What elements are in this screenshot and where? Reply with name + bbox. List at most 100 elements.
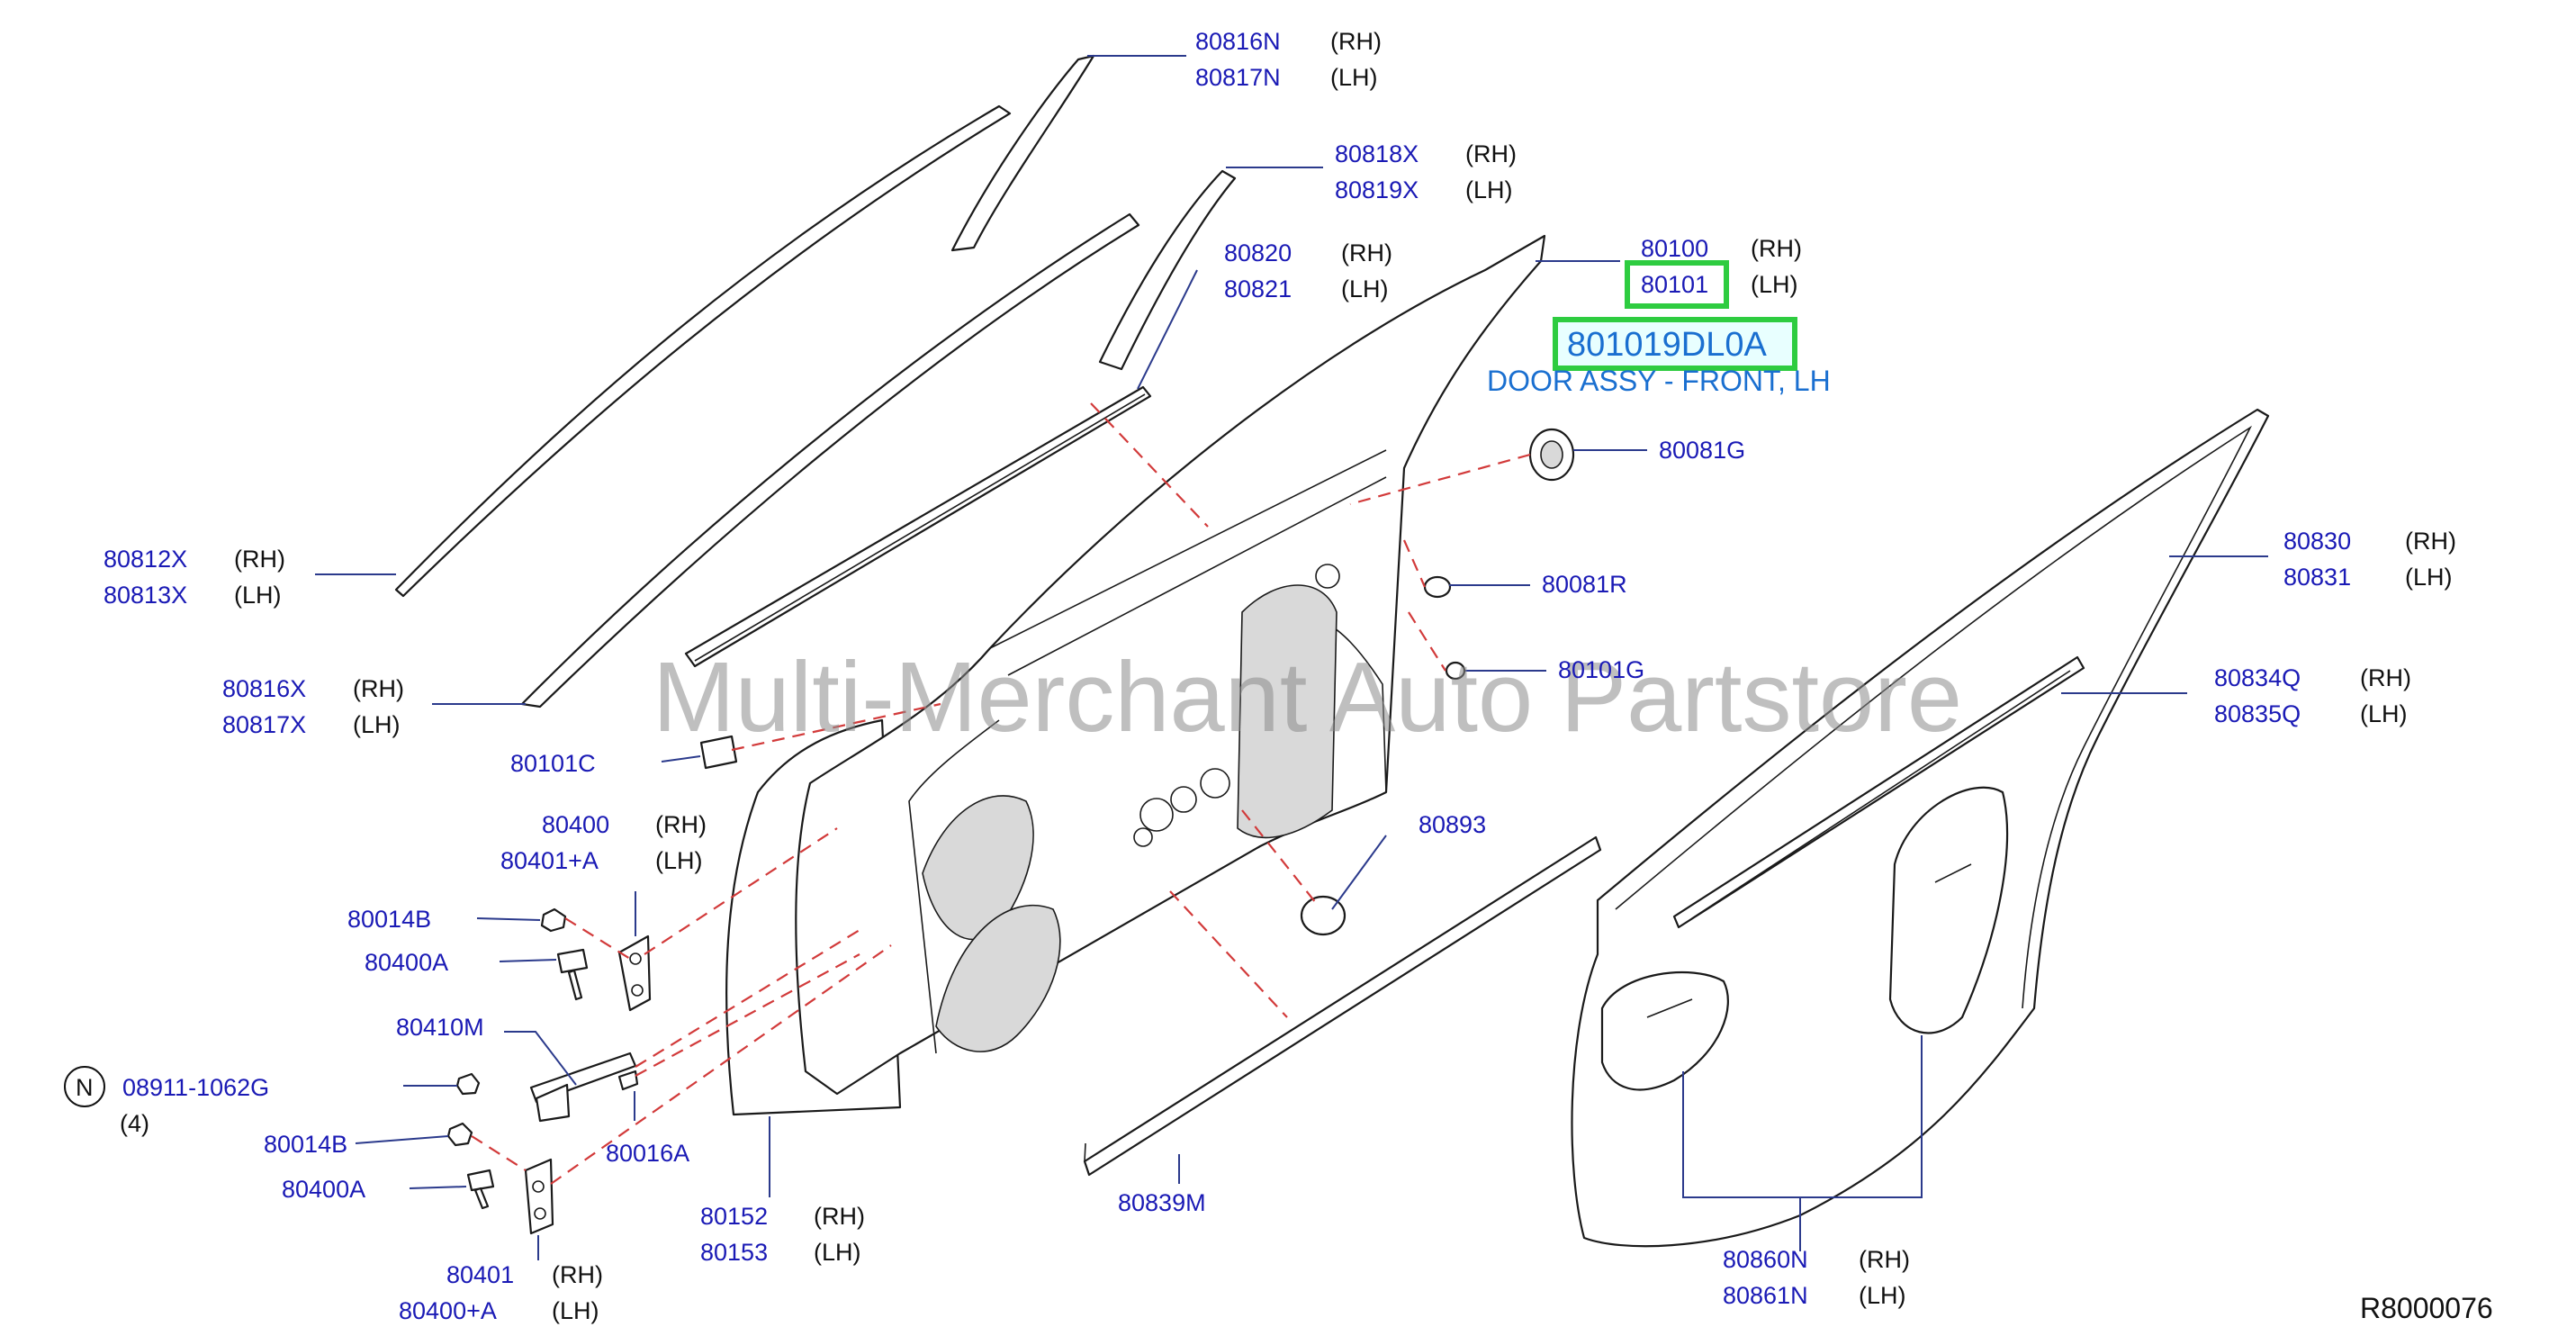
part-number[interactable]: 80817X xyxy=(222,711,306,738)
part-number[interactable]: 80816X xyxy=(222,675,306,702)
part-number[interactable]: 80818X xyxy=(1335,140,1419,167)
part-number[interactable]: 08911-1062G xyxy=(122,1074,269,1101)
side-label: (RH) xyxy=(2405,528,2456,555)
nut-80014b-top xyxy=(540,907,567,933)
callout-80830[interactable]: 80830 (RH) 80831 (LH) xyxy=(2283,528,2456,591)
part-number[interactable]: 80817N xyxy=(1195,64,1281,91)
callout-80401[interactable]: 80401 (RH) 80400+A (LH) xyxy=(399,1261,603,1324)
garnish-80816n xyxy=(950,54,1095,252)
quantity-label: (4) xyxy=(120,1110,149,1137)
part-number[interactable]: 80014B xyxy=(347,906,431,933)
callout-80820[interactable]: 80820 (RH) 80821 (LH) xyxy=(1224,239,1392,302)
part-number[interactable]: 80410M xyxy=(396,1014,484,1041)
callout-80834q[interactable]: 80834Q (RH) 80835Q (LH) xyxy=(2214,664,2411,727)
part-number[interactable]: 80100 xyxy=(1641,235,1708,262)
callout-80400[interactable]: 80400 (RH) 80401+A (LH) xyxy=(500,811,707,874)
callout-80400a-bot[interactable]: 80400A xyxy=(282,1176,365,1203)
part-number[interactable]: 80401 xyxy=(446,1261,514,1288)
moulding-80816x xyxy=(520,212,1140,709)
diagram-reference: R8000076 xyxy=(2360,1292,2493,1324)
callout-80400a-top[interactable]: 80400A xyxy=(365,949,448,976)
callout-80101g[interactable]: 80101G xyxy=(1558,656,1644,683)
trim-80818x xyxy=(1098,169,1237,371)
callout-80014b-top[interactable]: 80014B xyxy=(347,906,431,933)
highlight-part-number[interactable]: 801019DL0A xyxy=(1567,326,1768,364)
leader-lines xyxy=(315,55,2268,1260)
part-number[interactable]: 80400A xyxy=(282,1176,365,1203)
nut-08911 xyxy=(455,1072,481,1096)
highlight-box-80101 xyxy=(1625,260,1729,309)
callout-80016a[interactable]: 80016A xyxy=(606,1140,689,1167)
side-label: (LH) xyxy=(2405,564,2453,591)
plug-80101g xyxy=(1445,661,1466,681)
part-number[interactable]: 80101 xyxy=(1641,271,1708,298)
plug-80081r xyxy=(1423,575,1452,599)
highlight-description: DOOR ASSY - FRONT, LH xyxy=(1487,365,1831,397)
callout-80860n[interactable]: 80860N (RH) 80861N (LH) xyxy=(1723,1246,1910,1309)
side-label: (LH) xyxy=(552,1297,599,1324)
part-number[interactable]: 80401+A xyxy=(500,847,599,874)
part-number[interactable]: 80400A xyxy=(365,949,448,976)
part-number[interactable]: 80152 xyxy=(700,1203,768,1230)
part-number[interactable]: 80812X xyxy=(104,546,187,573)
part-number[interactable]: 80820 xyxy=(1224,239,1292,266)
callout-08911[interactable]: N 08911-1062G (4) xyxy=(64,1066,269,1137)
n-badge-label: N xyxy=(76,1074,94,1101)
callout-80014b-bot[interactable]: 80014B xyxy=(264,1131,347,1158)
side-label: (RH) xyxy=(353,675,404,702)
moulding-80812x xyxy=(394,104,1012,598)
part-number[interactable]: 80839M xyxy=(1118,1189,1206,1216)
part-number[interactable]: 80830 xyxy=(2283,528,2351,555)
part-number[interactable]: 80821 xyxy=(1224,275,1292,302)
side-label: (RH) xyxy=(552,1261,603,1288)
seal-80081g xyxy=(1528,428,1575,482)
door-inner-panel-80101 xyxy=(795,234,1546,1096)
part-number[interactable]: 80153 xyxy=(700,1239,768,1266)
side-label: (LH) xyxy=(353,711,401,738)
part-number[interactable]: 80860N xyxy=(1723,1246,1808,1273)
part-number[interactable]: 80081R xyxy=(1542,571,1627,598)
callout-80816x[interactable]: 80816X (RH) 80817X (LH) xyxy=(222,675,404,738)
callout-80818x[interactable]: 80818X (RH) 80819X (LH) xyxy=(1335,140,1517,203)
part-number[interactable]: 80816N xyxy=(1195,28,1281,55)
part-number[interactable]: 80813X xyxy=(104,582,187,609)
n-badge xyxy=(64,1066,105,1107)
side-label: (LH) xyxy=(1330,64,1378,91)
callout-80100[interactable]: 80100 (RH) 80101 (LH) xyxy=(1625,235,1802,309)
part-number[interactable]: 80861N xyxy=(1723,1282,1808,1309)
side-label: (RH) xyxy=(234,546,285,573)
callout-80081r[interactable]: 80081R xyxy=(1542,571,1627,598)
highlight-box xyxy=(1553,317,1797,371)
callout-80410m[interactable]: 80410M xyxy=(396,1014,484,1041)
part-number[interactable]: 80834Q xyxy=(2214,664,2301,691)
callout-80101c[interactable]: 80101C xyxy=(510,750,596,777)
callout-80816n[interactable]: 80816N (RH) 80817N (LH) xyxy=(1195,28,1382,91)
hinge-upper-80400 xyxy=(617,934,652,1012)
callout-80081g[interactable]: 80081G xyxy=(1659,437,1745,464)
watermark: Multi-Merchant Auto Partstore xyxy=(653,642,1962,753)
part-number[interactable]: 80400 xyxy=(542,811,609,838)
side-label: (RH) xyxy=(1859,1246,1910,1273)
part-number[interactable]: 80014B xyxy=(264,1131,347,1158)
part-number[interactable]: 80831 xyxy=(2283,564,2351,591)
highlight-part[interactable]: 801019DL0A DOOR ASSY - FRONT, LH xyxy=(1487,317,1831,397)
side-label: (RH) xyxy=(1465,140,1517,167)
side-label: (RH) xyxy=(814,1203,865,1230)
callout-80893[interactable]: 80893 xyxy=(1419,811,1486,838)
part-number[interactable]: 80835Q xyxy=(2214,700,2301,727)
callout-80839m[interactable]: 80839M xyxy=(1118,1189,1206,1216)
part-number[interactable]: 80101G xyxy=(1558,656,1644,683)
part-number[interactable]: 80101C xyxy=(510,750,596,777)
part-number[interactable]: 80400+A xyxy=(399,1297,497,1324)
part-number[interactable]: 80081G xyxy=(1659,437,1745,464)
bolt-80400a-top xyxy=(556,948,589,1001)
part-number[interactable]: 80819X xyxy=(1335,176,1419,203)
callout-80812x[interactable]: 80812X (RH) 80813X (LH) xyxy=(104,546,285,609)
part-number[interactable]: 80016A xyxy=(606,1140,689,1167)
check-link-80410m xyxy=(529,1052,637,1123)
bolt-80016a xyxy=(617,1070,639,1091)
side-label: (LH) xyxy=(814,1239,861,1266)
part-number[interactable]: 80893 xyxy=(1419,811,1486,838)
callout-80152[interactable]: 80152 (RH) 80153 (LH) xyxy=(700,1203,865,1266)
